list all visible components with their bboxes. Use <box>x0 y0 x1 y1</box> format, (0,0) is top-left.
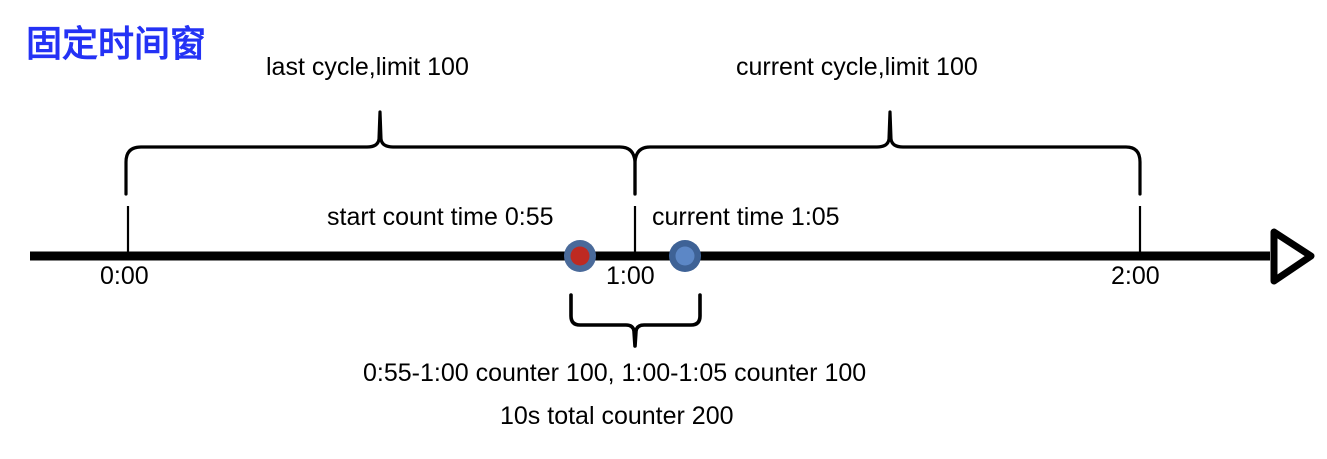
brace-current-cycle <box>633 110 1142 196</box>
label-current-cycle: current cycle,limit 100 <box>736 53 978 81</box>
label-last-cycle: last cycle,limit 100 <box>266 53 469 81</box>
page-title: 固定时间窗 <box>26 23 207 64</box>
summary-total-counter: 10s total counter 200 <box>500 402 734 430</box>
axis-tick-label-0: 0:00 <box>100 262 149 290</box>
arrow-head-right-icon <box>1270 228 1315 285</box>
brace-counting-window <box>569 293 702 348</box>
label-current-time: current time 1:05 <box>652 203 840 231</box>
marker-current-time <box>669 240 701 272</box>
label-start-count-time: start count time 0:55 <box>327 203 554 231</box>
axis-tick-marks <box>126 206 1142 254</box>
axis-tick-label-1: 1:00 <box>606 262 655 290</box>
brace-last-cycle <box>124 110 637 196</box>
summary-counter-breakdown: 0:55-1:00 counter 100, 1:00-1:05 counter… <box>363 359 867 387</box>
marker-start-count-time <box>564 240 596 272</box>
axis-tick-label-2: 2:00 <box>1111 262 1160 290</box>
